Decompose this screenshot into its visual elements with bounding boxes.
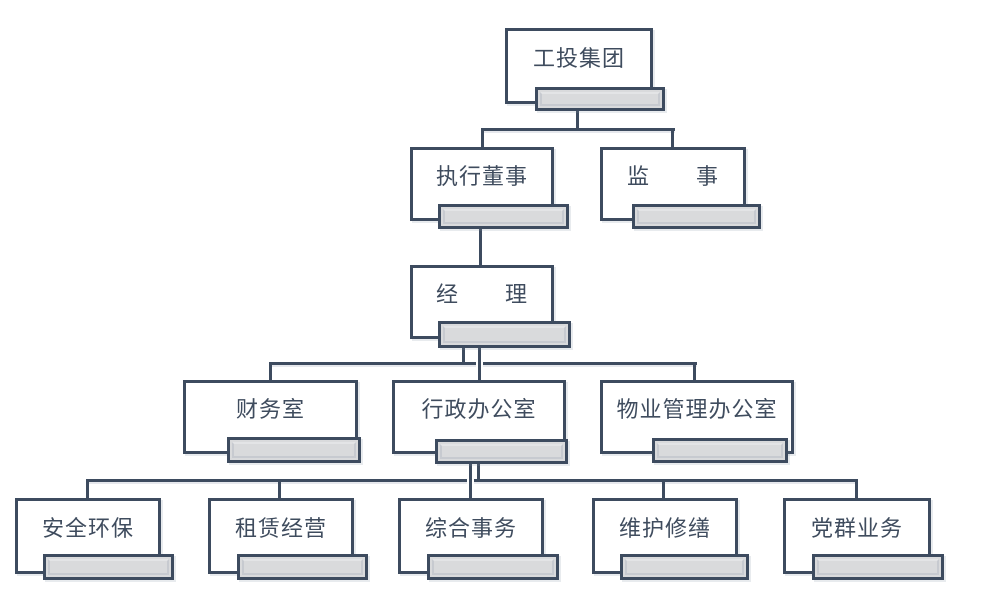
node-label-property-office: 物业管理办公室 bbox=[616, 397, 778, 422]
connector-manager-to-admin bbox=[476, 344, 483, 383]
connector-drop-safety bbox=[86, 479, 89, 501]
node-label-finance-office: 财务室 bbox=[235, 397, 305, 422]
node-shadow-bar-property-office bbox=[652, 438, 788, 463]
connector-drop-supervisor bbox=[671, 128, 674, 150]
connector-rail-level4 bbox=[269, 362, 697, 365]
connector-exec-to-manager bbox=[479, 226, 482, 268]
connector-drop-exec-director bbox=[481, 128, 484, 150]
connector-admin-stub bbox=[477, 460, 480, 481]
connector-rail-level2 bbox=[482, 128, 675, 131]
connector-group-down bbox=[576, 108, 579, 131]
connector-drop-property bbox=[693, 362, 696, 383]
node-label-group: 工投集团 bbox=[532, 46, 625, 71]
node-shadow-bar-supervisor bbox=[632, 204, 761, 229]
node-label-leasing: 租赁经营 bbox=[234, 516, 327, 541]
node-shadow-bar-group bbox=[535, 87, 665, 111]
node-shadow-bar-safety-env bbox=[43, 554, 174, 580]
node-shadow-bar-manager bbox=[438, 321, 571, 348]
node-box-property-office: 物业管理办公室 bbox=[600, 380, 794, 454]
node-shadow-bar-leasing bbox=[237, 554, 368, 580]
connector-drop-finance bbox=[269, 362, 272, 383]
node-shadow-bar-party-mass bbox=[812, 554, 944, 580]
node-shadow-bar-exec-director bbox=[438, 204, 569, 229]
node-label-party-mass: 党群业务 bbox=[810, 516, 903, 541]
node-label-maintenance: 维护修缮 bbox=[618, 516, 711, 541]
connector-drop-leasing bbox=[278, 479, 281, 501]
node-label-exec-director: 执行董事 bbox=[435, 164, 528, 189]
node-label-safety-env: 安全环保 bbox=[41, 516, 134, 541]
node-shadow-bar-admin-office bbox=[435, 439, 568, 464]
node-shadow-bar-maintenance bbox=[620, 554, 749, 580]
node-shadow-bar-general-affairs bbox=[427, 554, 559, 580]
node-label-admin-office: 行政办公室 bbox=[421, 397, 537, 422]
connector-drop-maintenance bbox=[662, 479, 665, 501]
node-shadow-bar-finance-office bbox=[227, 437, 361, 463]
node-label-supervisor: 监 事 bbox=[626, 164, 719, 189]
node-label-manager: 经 理 bbox=[435, 282, 528, 307]
node-label-general-affairs: 综合事务 bbox=[424, 516, 517, 541]
connector-manager-stub bbox=[462, 344, 465, 365]
connector-admin-to-general bbox=[467, 460, 474, 501]
connector-drop-party bbox=[855, 479, 858, 501]
